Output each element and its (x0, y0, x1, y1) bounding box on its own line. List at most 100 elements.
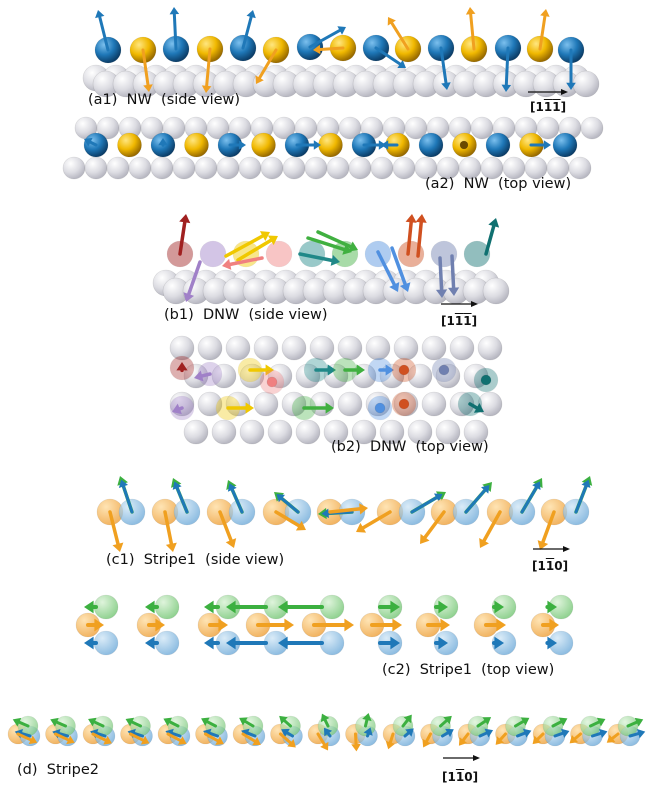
spin-arrow-d-blue-head (405, 728, 414, 737)
spin-arrow-c2-orange-head (284, 618, 294, 632)
spin-arrow-d-green (93, 720, 105, 728)
spin-arrow-b1-head (259, 231, 270, 241)
substrate-atom-b2 (253, 335, 279, 361)
spin-arrow-d-green-head (320, 713, 330, 723)
spin-arrow-b2-head (172, 403, 182, 415)
spin-arrow-c2-blue-head (84, 636, 94, 650)
spin-arrow-b2 (200, 372, 212, 378)
spin-arrow-d-blue (366, 732, 370, 738)
spin-arrow-c1-blue (230, 488, 244, 514)
spin-arrow-d-orange-head (532, 735, 542, 745)
spin-arrow-c1-blue (574, 484, 588, 514)
substrate-atom-b2 (379, 419, 405, 445)
substrate-atom-a2 (128, 156, 152, 180)
substrate-atom-a2 (216, 156, 240, 180)
spin-arrow-b1 (298, 252, 334, 263)
spin-arrow-d-blue-head (281, 728, 290, 738)
spin-arrow-d-green (55, 720, 67, 728)
spin-arrow-c1-orange-head (165, 542, 177, 552)
spin-arrow-a1-head (246, 10, 256, 19)
spin-arrow-d-orange (461, 732, 470, 742)
spin-arrow-c1-orange (361, 510, 392, 530)
substrate-atom-a2 (106, 156, 130, 180)
spin-arrow-d-green-head (12, 717, 22, 727)
panel-a2-label: (a2) NW (top view) (425, 176, 572, 192)
spin-arrow-b1 (306, 236, 346, 252)
spin-arrow-d-green (589, 720, 601, 728)
spin-arrow-d-green (626, 720, 639, 728)
spin-arrow-d-blue (403, 731, 410, 738)
spin-arrow-b2-head (325, 402, 334, 414)
spin-arrow-d-green (205, 720, 217, 728)
spin-arrow-d-green-head (403, 714, 412, 724)
spin-arrow-a1 (141, 48, 150, 87)
spin-arrow-d-blue-head (561, 728, 570, 738)
spin-arrow-c1-blue (520, 486, 538, 514)
spin-arrow-a1-head (143, 84, 153, 92)
substrate-atom-b2 (169, 335, 195, 361)
spin-arrow-d-blue-head (241, 728, 250, 738)
spin-dot-b2 (398, 364, 410, 376)
spin-arrow-c2-blue-head (204, 636, 214, 650)
spin-arrow-c2-green-head (494, 600, 504, 614)
substrate-atom-a2 (392, 156, 416, 180)
spin-arrow-d-green (476, 719, 487, 728)
spin-dot-a2 (459, 140, 469, 150)
spin-arrow-a1 (308, 28, 342, 49)
substrate-atom-b2 (183, 419, 209, 445)
spin-arrow-d-blue (57, 732, 69, 738)
spin-arrow-a1 (469, 12, 476, 51)
spin-arrow-a1-head (397, 60, 406, 68)
spin-arrow-a1-head (255, 75, 264, 84)
spin-arrow-b1 (178, 220, 187, 256)
spin-arrow-d-blue (95, 731, 107, 738)
spin-arrow-c1-blue-head (276, 494, 286, 503)
spin-arrow-d-orange-head (140, 735, 150, 745)
substrate-atom-a2 (370, 156, 394, 180)
substrate-atom-a2 (194, 156, 218, 180)
spin-arrow-a1-head (201, 85, 212, 93)
spin-arrow-c1-blue (175, 486, 189, 514)
spin-arrow-d-orange (241, 732, 257, 743)
spin-arrow-d-blue (246, 731, 257, 738)
spin-arrow-b1-head (348, 241, 358, 252)
spin-arrow-d-green (551, 720, 563, 728)
spin-arrow-d-orange-head (287, 739, 296, 748)
spin-arrow-d-orange-head (422, 738, 431, 748)
spin-dot-b2 (374, 402, 386, 414)
direction-arrow-a1-head (561, 89, 568, 95)
magnetic-atom-a2 (318, 132, 343, 158)
spin-arrow-c1-orange-head (537, 540, 549, 550)
spin-arrow-a1-head (95, 10, 105, 19)
substrate-atom-a2 (568, 156, 592, 180)
substrate-atom-b2 (197, 391, 223, 417)
spin-arrow-c1-blue-head (118, 479, 129, 488)
spin-arrow-a1-head (465, 7, 476, 15)
spin-arrow-d-orange-head (351, 743, 361, 752)
panel-d-label: (d) Stripe2 (17, 762, 99, 778)
spin-arrow-d-blue-head (484, 728, 494, 738)
spin-arrow-c1-orange-head (356, 522, 367, 533)
spin-arrow-d-orange-head (103, 735, 112, 745)
spin-arrow-d-green (364, 718, 369, 728)
spin-arrow-c1-orange (482, 510, 502, 543)
spin-arrow-d-blue-head (445, 728, 454, 738)
spin-arrow-c2-green-head (390, 600, 400, 614)
spin-arrow-d-green (17, 720, 30, 728)
substrate-atom-b2 (281, 391, 307, 417)
spin-arrow-c2-blue-head (547, 636, 557, 650)
spin-arrow-a2-head (313, 140, 321, 150)
substrate-atom-b2 (197, 335, 223, 361)
spin-arrow-c2-green-head (438, 600, 448, 614)
spin-arrow-b1-head (447, 287, 460, 296)
spin-arrow-d-green (439, 719, 448, 728)
spin-arrow-d-orange (91, 732, 107, 742)
spin-arrow-b1-head (330, 254, 340, 266)
substrate-atom-a1 (572, 70, 600, 98)
spin-arrow-c1-orange (328, 507, 362, 514)
spin-arrow-b2 (468, 402, 479, 410)
direction-label-c1: [110] (532, 559, 569, 573)
spin-arrow-a1 (98, 15, 110, 52)
spin-arrow-c2-green-head (145, 600, 155, 614)
substrate-atom-a2 (150, 156, 174, 180)
